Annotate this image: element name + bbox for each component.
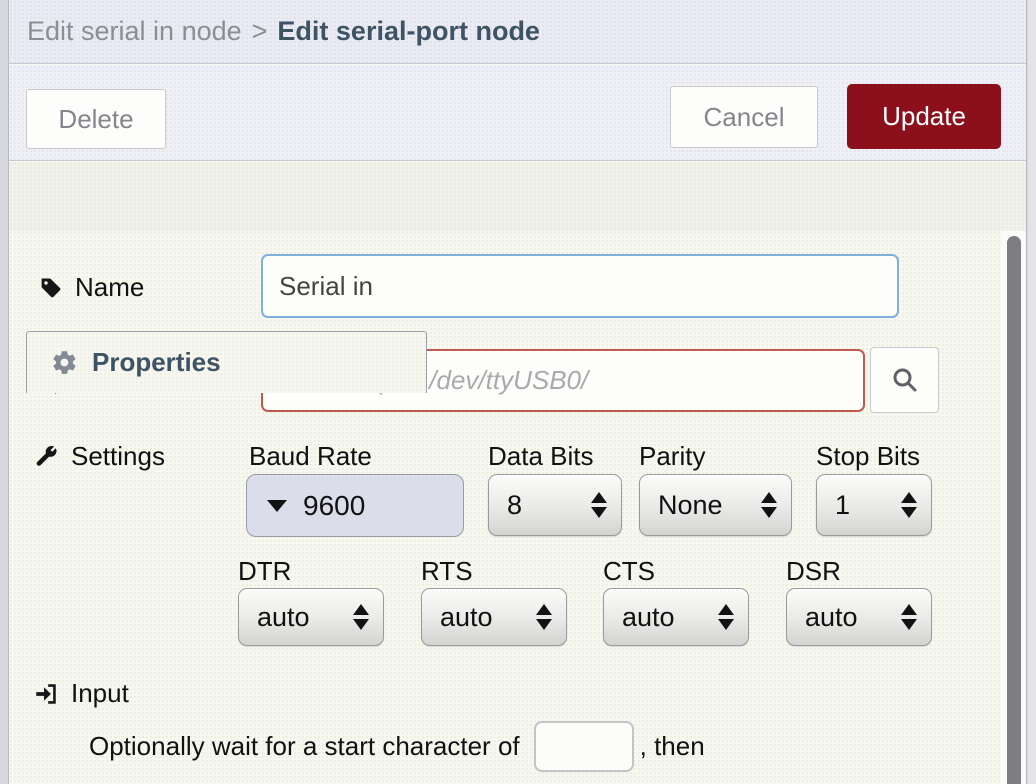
start-character-input[interactable] (533, 720, 634, 772)
dialog-header: Edit serial in node > Edit serial-port n… (9, 0, 1026, 64)
dtr-select[interactable]: auto (238, 588, 384, 646)
stepper-arrows-icon (718, 604, 734, 630)
rts-header: RTS (421, 556, 473, 586)
stepper-arrows-icon (591, 492, 607, 518)
parity-value: None (658, 489, 723, 520)
wait-text-before: Optionally wait for a start character of (89, 730, 520, 761)
serial-port-search-button[interactable] (870, 347, 939, 413)
settings-label: Settings (33, 441, 165, 472)
stepper-arrows-icon (761, 492, 777, 518)
dtr-header: DTR (238, 556, 292, 586)
breadcrumb-separator: > (251, 16, 268, 46)
cts-select[interactable]: auto (603, 588, 749, 646)
tab-properties-label: Properties (92, 347, 221, 377)
gear-icon (51, 349, 78, 376)
delete-button[interactable]: Delete (26, 89, 166, 149)
sign-in-icon (33, 681, 59, 707)
cancel-button[interactable]: Cancel (670, 86, 818, 148)
dtr-value: auto (257, 601, 310, 632)
page-background-strip (1028, 0, 1036, 784)
data-bits-select[interactable]: 8 (488, 474, 622, 536)
breadcrumb-parent[interactable]: Edit serial in node (27, 16, 242, 46)
start-character-row: Optionally wait for a start character of… (89, 719, 705, 773)
parity-header: Parity (639, 441, 706, 471)
stop-bits-header: Stop Bits (816, 441, 921, 471)
tab-properties[interactable]: Properties (26, 331, 427, 393)
stepper-arrows-icon (901, 604, 917, 630)
parity-select[interactable]: None (639, 474, 792, 536)
stop-bits-value: 1 (835, 489, 851, 520)
update-button[interactable]: Update (847, 84, 1001, 149)
chevron-down-icon (267, 499, 287, 512)
dialog-toolbar: Delete Cancel Update (9, 65, 1026, 161)
name-label: Name (39, 272, 144, 303)
dsr-header: DSR (786, 556, 841, 586)
input-section-label: Input (33, 678, 129, 709)
wrench-icon (33, 444, 59, 470)
stepper-arrows-icon (536, 604, 552, 630)
search-icon (890, 365, 920, 395)
breadcrumb-current: Edit serial-port node (277, 16, 540, 46)
name-input[interactable] (261, 254, 899, 318)
stepper-arrows-icon (353, 604, 369, 630)
tag-icon (39, 276, 63, 300)
edit-node-dialog: Edit serial in node > Edit serial-port n… (8, 0, 1027, 784)
scrollbar-thumb[interactable] (1007, 236, 1021, 784)
cts-value: auto (622, 601, 675, 632)
editor-tabbar: Properties (9, 162, 1026, 393)
data-bits-header: Data Bits (488, 441, 594, 471)
wait-text-after: , then (639, 730, 705, 761)
cts-header: CTS (603, 556, 655, 586)
scrollbar-track[interactable] (1001, 231, 1025, 784)
rts-value: auto (440, 601, 493, 632)
baud-rate-header: Baud Rate (249, 441, 372, 471)
stop-bits-select[interactable]: 1 (816, 474, 932, 536)
data-bits-value: 8 (507, 489, 523, 520)
baud-rate-value: 9600 (303, 489, 366, 521)
properties-panel: Name Serial Port (9, 231, 1026, 784)
dsr-select[interactable]: auto (786, 588, 932, 646)
dsr-value: auto (805, 601, 858, 632)
rts-select[interactable]: auto (421, 588, 567, 646)
stepper-arrows-icon (901, 492, 917, 518)
baud-rate-dropdown[interactable]: 9600 (246, 474, 464, 537)
